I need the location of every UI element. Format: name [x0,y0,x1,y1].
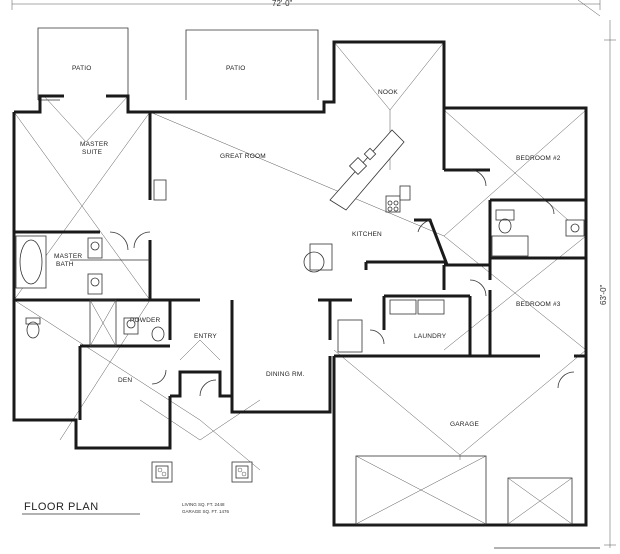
label-dining: DINING RM. [266,371,304,378]
label-entry: ENTRY [194,333,217,340]
area-living: LIVING SQ. FT. 2448 [182,502,225,507]
fixtures [15,129,600,549]
label-powder: POWDER [130,317,161,324]
area-garage: GARAGE SQ. FT. 1476 [182,509,230,514]
patios [37,27,319,101]
label-garage: GARAGE [450,421,479,428]
label-kitchen: KITCHEN [352,231,382,238]
label-patio-left: PATIO [72,65,92,72]
dim-top: 72'-0" [272,0,293,8]
room-labels: PATIO PATIO NOOK MASTER SUITE GREAT ROOM… [54,65,561,428]
label-master-bath-2: BATH [56,261,74,268]
dimension-lines: 72'-0" 63'-0" [11,0,616,548]
label-master-suite-1: MASTER [80,141,108,148]
label-master-suite-2: SUITE [82,149,103,156]
label-bedroom-2: BEDROOM #2 [516,155,561,162]
label-laundry: LAUNDRY [414,333,447,340]
dim-right: 63'-0" [599,284,608,305]
label-bedroom-3: BEDROOM #3 [516,301,561,308]
label-nook: NOOK [378,89,398,96]
label-great-room: GREAT ROOM [220,153,266,160]
walls [12,40,588,527]
doors [109,169,575,397]
label-master-bath-1: MASTER [54,253,82,260]
title-block: FLOOR PLAN LIVING SQ. FT. 2448 GARAGE SQ… [22,501,230,515]
label-den: DEN [118,377,132,384]
plan-title: FLOOR PLAN [24,501,99,513]
label-patio-center: PATIO [226,65,246,72]
